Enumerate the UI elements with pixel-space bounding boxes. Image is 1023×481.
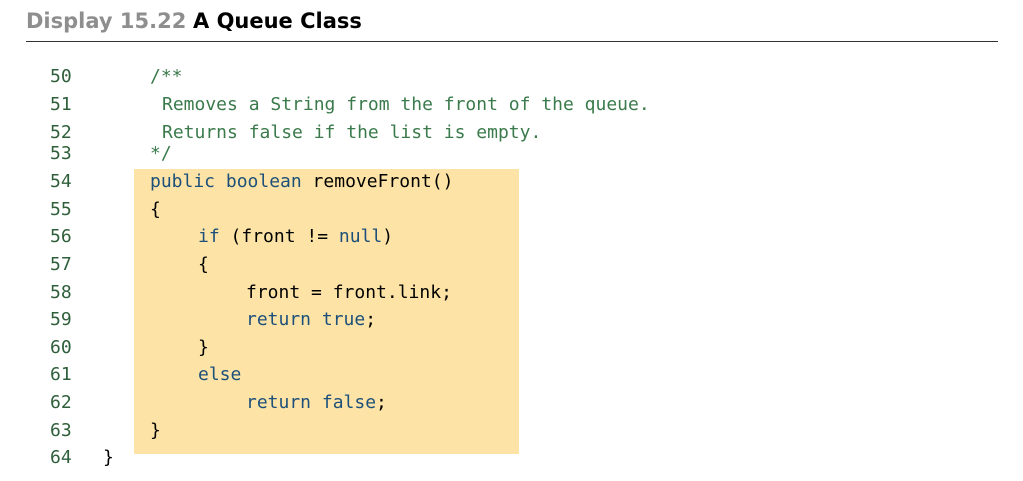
code-text: front = front.link; (246, 280, 452, 306)
display-title: A Queue Class (193, 9, 362, 33)
line-number: 61 (50, 364, 72, 385)
code-text: } (103, 445, 114, 471)
header-rule (26, 41, 998, 42)
line-number: 58 (50, 282, 72, 303)
code-text: Returns false if the list is empty. (162, 120, 541, 146)
code-token: ; (365, 309, 377, 330)
code-keyword: return false (246, 392, 377, 413)
line-number: 52 (50, 122, 72, 143)
method-highlight (134, 169, 519, 454)
code-token: } (150, 420, 161, 441)
code-token: } (103, 447, 114, 468)
code-comment: */ (150, 143, 172, 164)
code-token: removeFront() (301, 171, 454, 192)
code-token: (front != (219, 226, 339, 247)
display-number: Display 15.22 (26, 9, 187, 33)
line-number: 50 (50, 66, 72, 87)
line-number: 55 (50, 199, 72, 220)
line-number: 60 (50, 337, 72, 358)
code-text: if (front != null) (198, 224, 393, 250)
line-number: 63 (50, 420, 72, 441)
code-keyword: if (198, 226, 220, 247)
line-number: 53 (50, 143, 72, 164)
code-text: } (198, 335, 209, 361)
code-text: { (150, 197, 161, 223)
line-number: 59 (50, 309, 72, 330)
line-number: 64 (50, 447, 72, 468)
code-token: { (150, 199, 161, 220)
code-text: { (198, 252, 209, 278)
code-text: return false; (246, 390, 387, 416)
line-number: 54 (50, 171, 72, 192)
code-keyword: return true (246, 309, 366, 330)
code-text: */ (150, 141, 172, 167)
code-comment: /** (150, 66, 183, 87)
code-token: { (198, 254, 209, 275)
code-text: return true; (246, 307, 376, 333)
code-text: } (150, 418, 161, 444)
line-number: 56 (50, 226, 72, 247)
code-keyword: public boolean (150, 171, 302, 192)
code-text: public boolean removeFront() (150, 169, 453, 195)
code-token: ) (382, 226, 394, 247)
code-keyword: null (338, 226, 383, 247)
code-comment: Returns false if the list is empty. (162, 122, 542, 143)
code-keyword: else (198, 364, 242, 385)
code-comment: Removes a String from the front of the q… (162, 94, 650, 115)
code-text: /** (150, 64, 183, 90)
code-text: Removes a String from the front of the q… (162, 92, 650, 118)
line-number: 62 (50, 392, 72, 413)
code-token: front = front.link; (246, 282, 452, 303)
code-token: ; (376, 392, 387, 413)
line-number: 51 (50, 94, 72, 115)
line-number: 57 (50, 254, 72, 275)
code-text: else (198, 362, 241, 388)
code-token: } (198, 337, 209, 358)
